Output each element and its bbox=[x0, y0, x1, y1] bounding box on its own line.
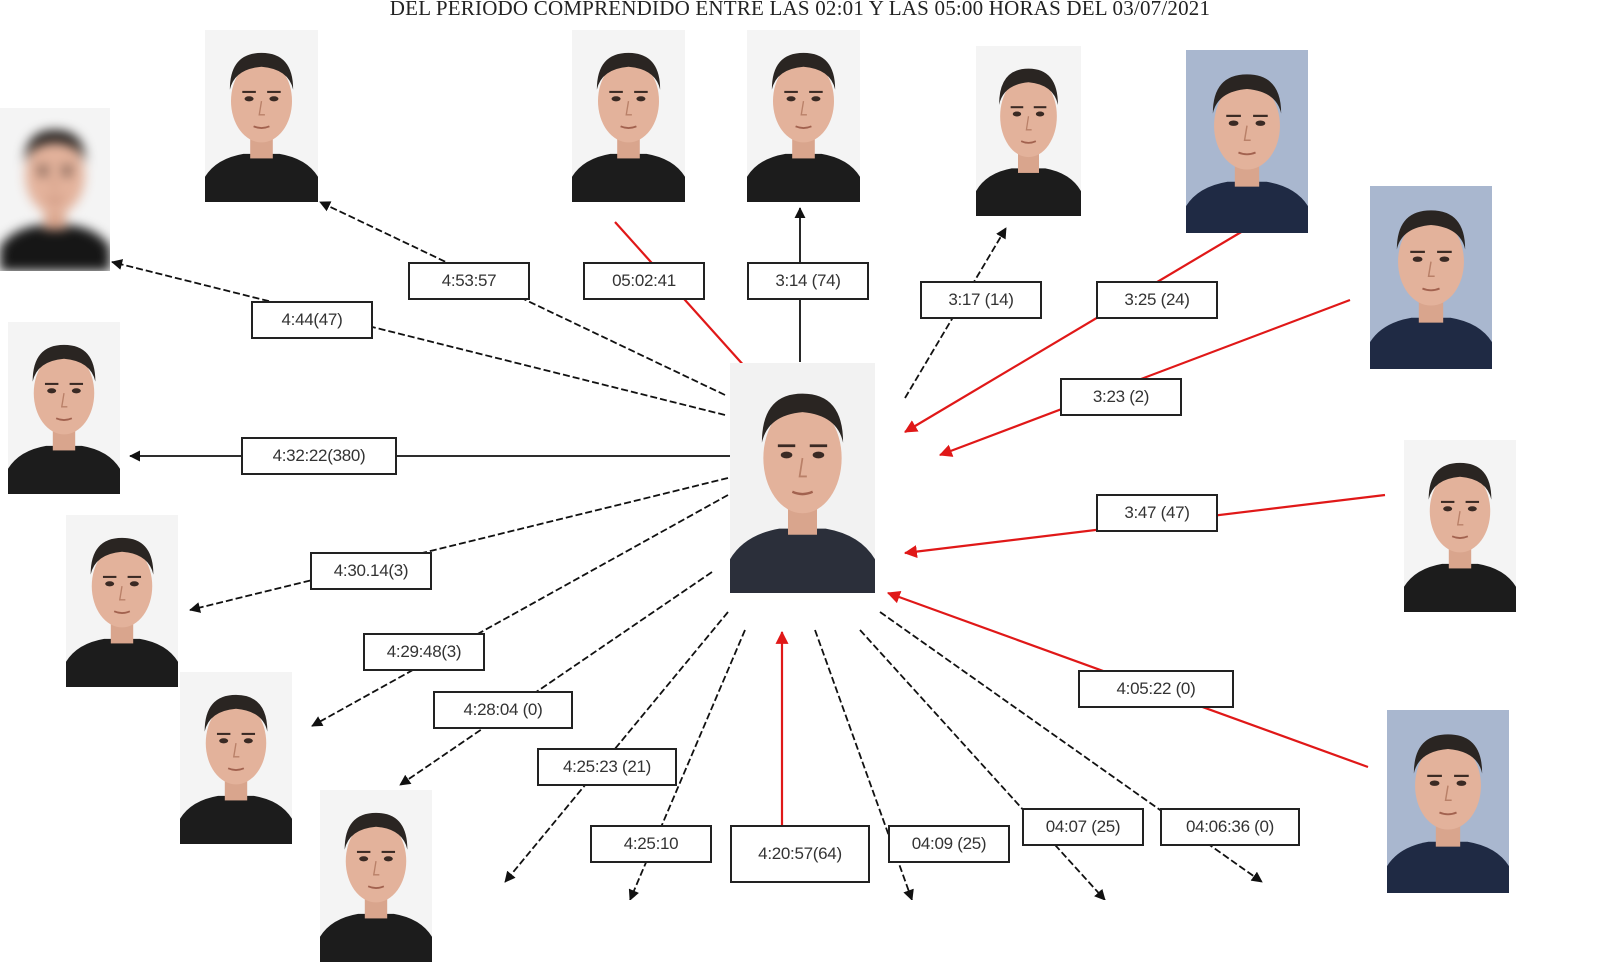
edge-label: 3:14 (74) bbox=[747, 262, 869, 300]
edge-label: 3:25 (24) bbox=[1096, 281, 1218, 319]
outgoing-call-arrow bbox=[189, 477, 729, 613]
outgoing-call-arrow bbox=[111, 259, 726, 416]
edge-label: 4:29:48(3) bbox=[363, 633, 485, 671]
person-photo-bottom-left bbox=[320, 790, 432, 962]
outgoing-call-arrow bbox=[504, 611, 729, 883]
edge-label: 4:25:10 bbox=[590, 825, 712, 863]
person-photo-right-middle bbox=[1404, 440, 1516, 612]
person-photo-blurred bbox=[0, 108, 110, 271]
edge-label: 04:06:36 (0) bbox=[1160, 808, 1300, 846]
edge-label: 4:30.14(3) bbox=[310, 552, 432, 590]
person-photo-top-right-blue-bg bbox=[1186, 50, 1308, 233]
person-photo-left-lower bbox=[180, 672, 292, 844]
central-person-photo bbox=[730, 363, 875, 593]
outgoing-call-arrow bbox=[311, 494, 729, 727]
incoming-call-arrow bbox=[614, 221, 756, 379]
edge-label: 4:28:04 (0) bbox=[433, 691, 573, 729]
edge-label: 4:32:22(380) bbox=[241, 437, 397, 475]
connection-diagram bbox=[111, 201, 1386, 900]
edge-label: 4:44(47) bbox=[251, 301, 373, 339]
edge-label: 3:17 (14) bbox=[920, 281, 1042, 319]
person-photo-top-center-left bbox=[572, 30, 685, 202]
person-photo-right-upper bbox=[1370, 186, 1492, 369]
person-photo-top-left bbox=[205, 30, 318, 202]
document-title: DEL PERIODO COMPRENDIDO ENTRE LAS 02:01 … bbox=[389, 0, 1211, 20]
incoming-call-arrow bbox=[938, 298, 1351, 457]
edge-label: 4:05:22 (0) bbox=[1078, 670, 1234, 708]
person-photo-right-lower bbox=[1387, 710, 1509, 893]
edge-label: 4:20:57(64) bbox=[730, 825, 870, 883]
incoming-call-arrow bbox=[904, 224, 1254, 433]
outgoing-call-arrow bbox=[879, 611, 1263, 883]
person-photo-left-middle bbox=[66, 515, 178, 687]
outgoing-call-arrow bbox=[904, 227, 1007, 399]
edge-label: 04:07 (25) bbox=[1022, 808, 1144, 846]
edge-label: 4:53:57 bbox=[408, 262, 530, 300]
edge-label: 3:47 (47) bbox=[1096, 494, 1218, 532]
edge-label: 05:02:41 bbox=[583, 262, 705, 300]
edge-label: 04:09 (25) bbox=[888, 825, 1010, 863]
outgoing-call-arrow bbox=[814, 629, 914, 900]
edge-label: 4:25:23 (21) bbox=[537, 748, 677, 786]
outgoing-call-arrow bbox=[859, 629, 1106, 900]
person-photo-top-center bbox=[747, 30, 860, 202]
person-photo-top-right-dark-hair bbox=[976, 46, 1081, 216]
edge-label: 3:23 (2) bbox=[1060, 378, 1182, 416]
outgoing-call-arrow bbox=[399, 571, 713, 786]
person-photo-left-upper bbox=[8, 322, 120, 494]
